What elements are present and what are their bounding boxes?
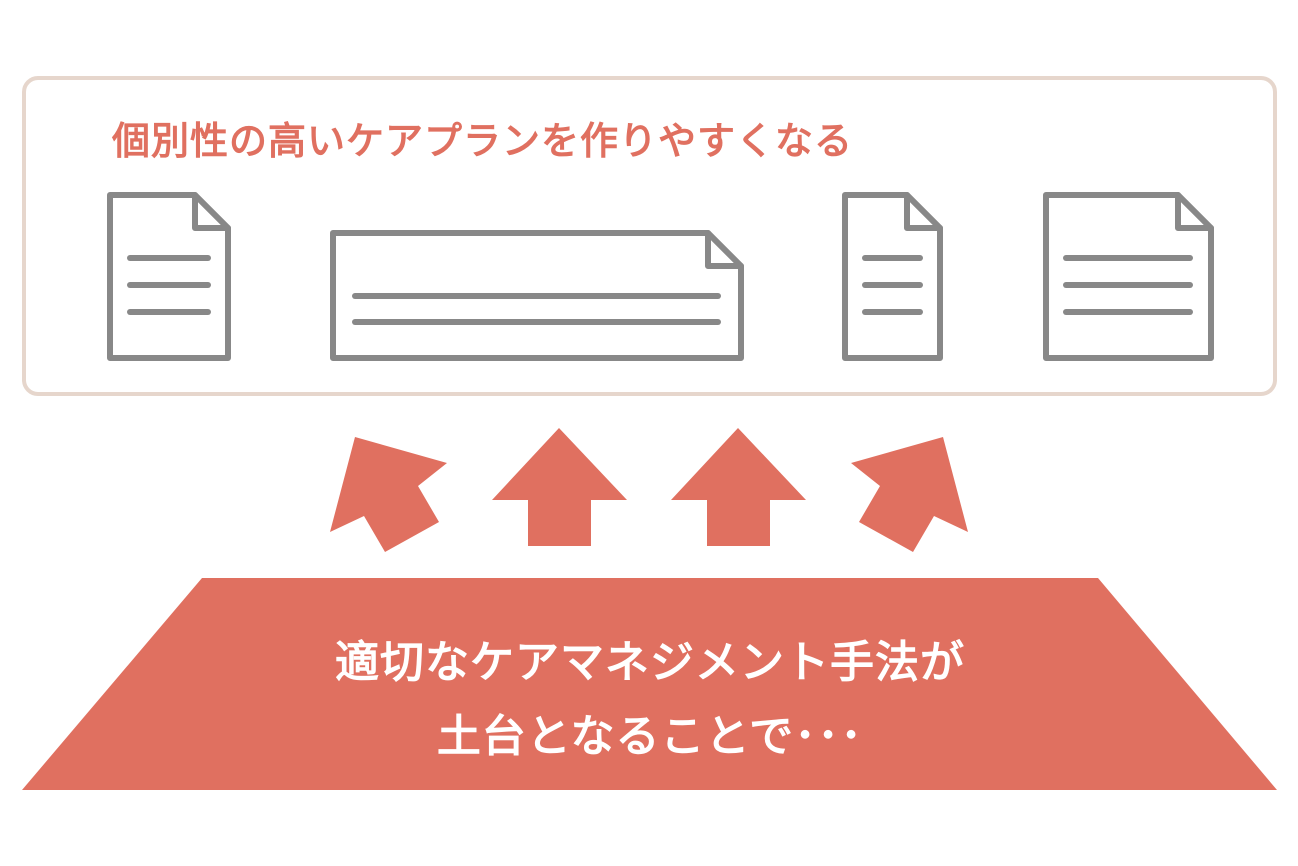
document-icon <box>842 192 943 361</box>
document-wide-icon <box>330 230 744 361</box>
arrow-up-icon <box>671 428 806 546</box>
arrow-up-right-icon <box>851 437 968 552</box>
document-icon <box>107 192 231 361</box>
foundation-text-line2: 土台となることで･･･ <box>436 711 864 762</box>
arrow-up-icon <box>492 428 627 546</box>
outcome-panel <box>22 76 1277 396</box>
document-icon <box>1043 192 1214 361</box>
foundation-text-line1: 適切なケアマネジメント手法が <box>335 637 965 688</box>
outcome-heading: 個別性の高いケアプランを作りやすくなる <box>112 119 854 163</box>
foundation-base <box>22 578 1277 790</box>
arrow-up-left-icon <box>330 437 447 552</box>
